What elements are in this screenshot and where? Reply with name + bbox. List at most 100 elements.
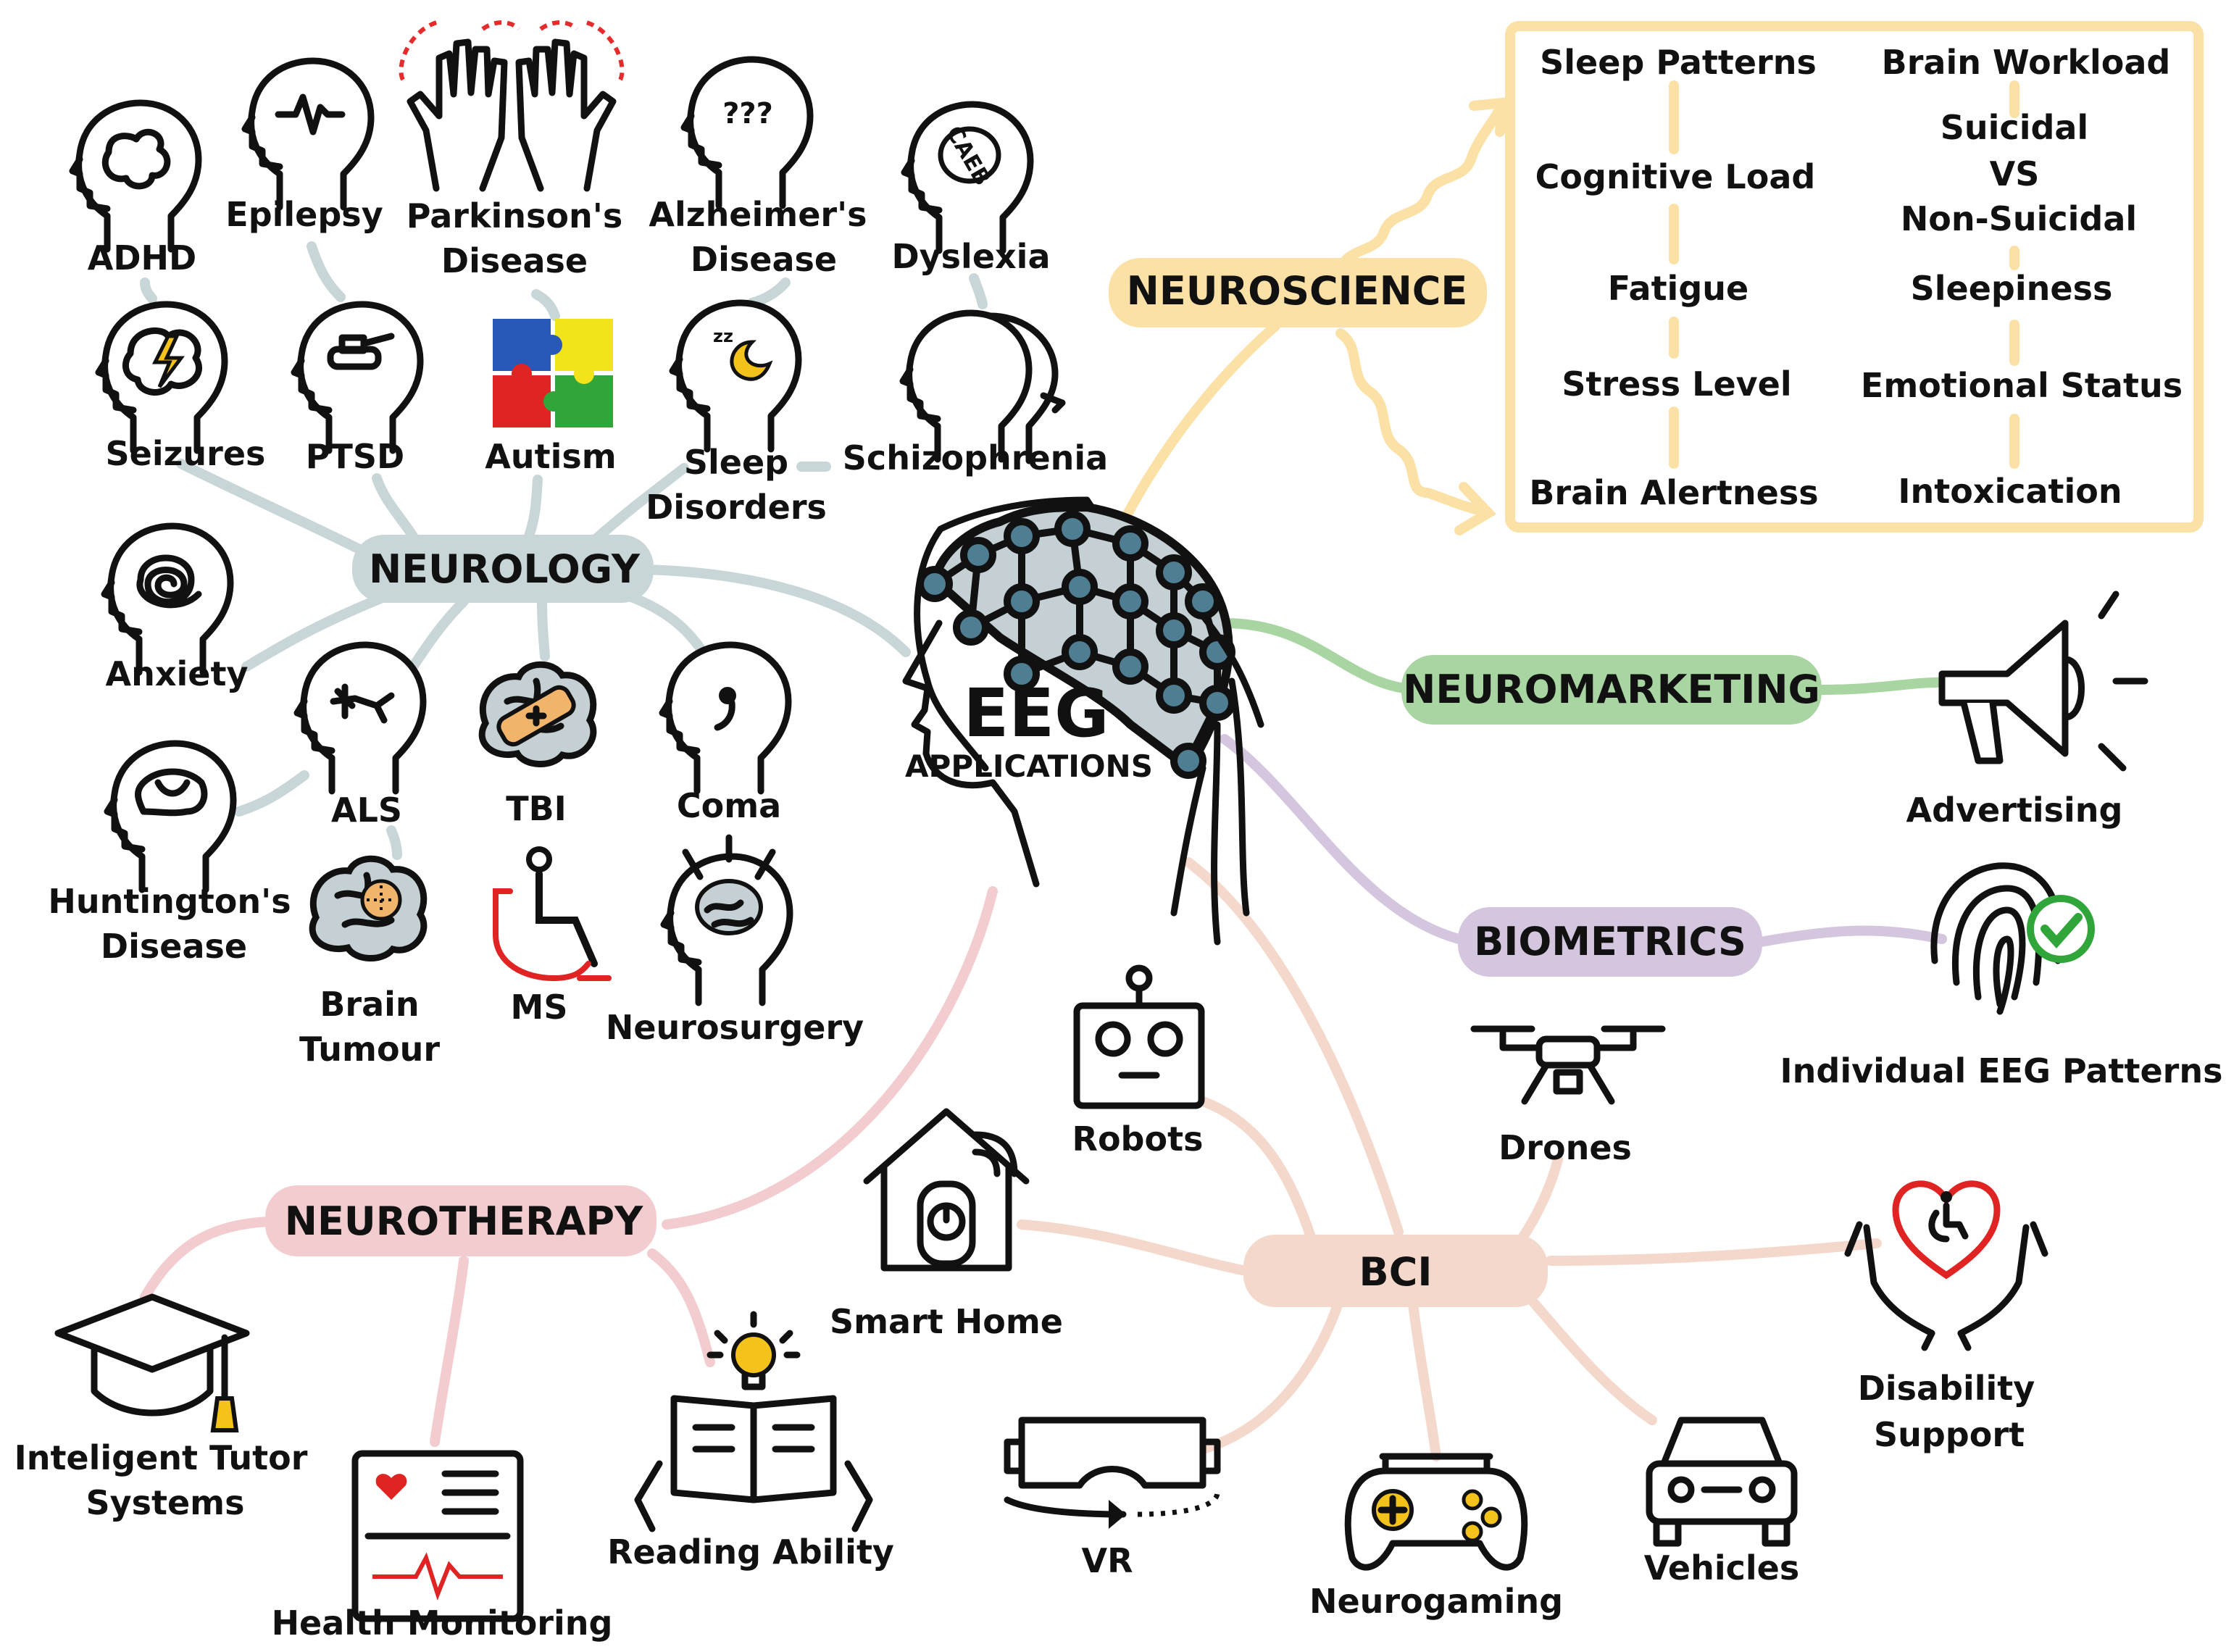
connector-bci-smart-home xyxy=(1017,1219,1259,1277)
gamepad-icon xyxy=(1344,1453,1528,1571)
neurology-items: ADHD Epilepsy Parkinson's Disease ??? Al… xyxy=(48,20,1108,1069)
label-smart-home: Smart Home xyxy=(830,1302,1063,1341)
svg-text:???: ??? xyxy=(722,97,773,130)
label-vehicles: Vehicles xyxy=(1644,1548,1799,1588)
box-right-5: Intoxication xyxy=(1898,472,2122,511)
alzheimers-head-icon: ??? xyxy=(684,59,810,206)
label-reading: Reading Ability xyxy=(607,1532,894,1572)
seizures-head-icon xyxy=(99,304,225,451)
car-icon xyxy=(1646,1417,1798,1547)
category-pills: NEUROSCIENCE NEUROLOGY NEUROMARKETING BI… xyxy=(265,258,1822,1307)
neurosurgery-head-icon xyxy=(664,834,790,1003)
connector-alzheimer-sleep xyxy=(747,278,791,308)
label-seizures: Seizures xyxy=(106,434,266,473)
connector-neuromarketing xyxy=(1220,618,1954,695)
box-right-3: Sleepiness xyxy=(1911,269,2113,308)
heart-hands-icon xyxy=(1844,1180,2048,1351)
pill-neurotherapy xyxy=(265,1185,656,1256)
connector-neurotherapy xyxy=(662,886,998,1230)
schizophrenia-head-icon xyxy=(903,313,1066,464)
neuroscience-connectors xyxy=(1111,97,1509,541)
label-tumour-2: Tumour xyxy=(299,1030,440,1069)
connector-bci-vr xyxy=(1198,1292,1346,1454)
fingerprint-icon xyxy=(1930,862,2095,1015)
graduation-cap-icon xyxy=(54,1293,250,1432)
connector-ptsd xyxy=(372,473,418,541)
label-individual-patterns: Individual EEG Patterns xyxy=(1780,1051,2223,1090)
connector-bci-drones xyxy=(1517,1154,1563,1244)
wavy-arrow-down-head xyxy=(1454,482,1497,535)
pill-bci xyxy=(1243,1235,1548,1307)
box-right-4: Emotional Status xyxy=(1861,366,2183,405)
connector-bci-robots xyxy=(1198,1096,1317,1244)
als-head-icon xyxy=(297,645,423,791)
label-neurogaming: Neurogaming xyxy=(1309,1582,1563,1621)
label-sleep-2: Disorders xyxy=(646,488,827,527)
label-tutor-2: Systems xyxy=(86,1483,245,1522)
box-right-2a: Suicidal xyxy=(1941,108,2088,147)
bci-connectors xyxy=(1017,857,1882,1461)
autism-puzzle-icon xyxy=(493,319,613,427)
connector-bci-vehicles xyxy=(1524,1292,1657,1425)
neuroscience-box: Sleep Patterns Cognitive Load Fatigue St… xyxy=(1505,21,2204,533)
label-dyslexia: Dyslexia xyxy=(892,237,1051,276)
label-disability-2: Support xyxy=(1874,1415,2025,1454)
connector-sleep xyxy=(589,463,689,546)
label-schizophrenia: Schizophrenia xyxy=(843,438,1108,477)
box-right-2b: VS xyxy=(1990,154,2040,193)
label-coma: Coma xyxy=(677,786,781,825)
center-title: EEG xyxy=(963,675,1109,752)
box-left-1: Sleep Patterns xyxy=(1540,43,1817,82)
wavy-arrow-up xyxy=(1335,104,1505,275)
label-robots: Robots xyxy=(1072,1119,1204,1159)
electrode-wires xyxy=(1170,612,1264,946)
robot-icon xyxy=(1073,964,1205,1109)
connector-adhd-seizures xyxy=(140,278,157,304)
sleep-disorders-head-icon: zz xyxy=(672,303,799,449)
connector-coma xyxy=(618,589,708,657)
label-tumour-1: Brain xyxy=(320,985,419,1024)
connector-als-tumour xyxy=(386,825,402,860)
connector-parkinson-autism xyxy=(531,289,560,321)
eeg-head-center: EEG APPLICATIONS xyxy=(902,496,1264,946)
connector-bci-disability xyxy=(1546,1238,1882,1266)
connector-bci-neurogaming xyxy=(1408,1299,1441,1461)
label-alzheimers-2: Disease xyxy=(691,240,837,279)
connector-huntington xyxy=(234,770,309,817)
connector-health xyxy=(430,1256,469,1447)
pill-neuroscience xyxy=(1109,258,1487,328)
label-ms: MS xyxy=(511,988,568,1027)
ptsd-head-icon xyxy=(294,304,420,451)
ms-wheelchair-icon xyxy=(493,846,612,982)
label-huntingtons-1: Huntington's xyxy=(48,882,291,921)
svg-text:zz: zz xyxy=(713,326,733,346)
connector-neurology xyxy=(640,564,911,657)
label-ptsd: PTSD xyxy=(306,437,404,476)
connector-lines xyxy=(140,97,1954,1461)
label-autism: Autism xyxy=(485,437,616,476)
connector-tutor xyxy=(140,1217,273,1302)
label-disability-1: Disability xyxy=(1858,1369,2035,1408)
brain-tumour-icon xyxy=(312,859,424,958)
drone-icon xyxy=(1470,1025,1666,1105)
connector-dyslexia-schizo xyxy=(969,273,988,309)
label-sleep-1: Sleep xyxy=(684,443,788,482)
label-adhd: ADHD xyxy=(88,238,196,278)
connector-reading xyxy=(647,1248,715,1367)
neurotherapy-connectors xyxy=(140,886,998,1447)
label-neuromarketing: NEUROMARKETING xyxy=(1403,667,1820,712)
box-left-5: Brain Alertness xyxy=(1529,473,1818,512)
label-advertising: Advertising xyxy=(1906,790,2123,830)
pill-neuromarketing xyxy=(1401,655,1822,725)
label-health: Health Monitoring xyxy=(272,1603,613,1643)
label-neurosurgery: Neurosurgery xyxy=(606,1008,864,1047)
connector-anxiety xyxy=(241,589,396,672)
box-left-4: Stress Level xyxy=(1562,364,1791,404)
center-subtitle: APPLICATIONS xyxy=(905,748,1153,784)
dyslexia-head-icon: CAEB xyxy=(904,104,1030,251)
connector-biometrics xyxy=(1220,734,1947,947)
label-epilepsy: Epilepsy xyxy=(225,195,383,234)
pill-neurology xyxy=(352,535,654,603)
label-tutor-1: Inteligent Tutor xyxy=(14,1438,308,1477)
